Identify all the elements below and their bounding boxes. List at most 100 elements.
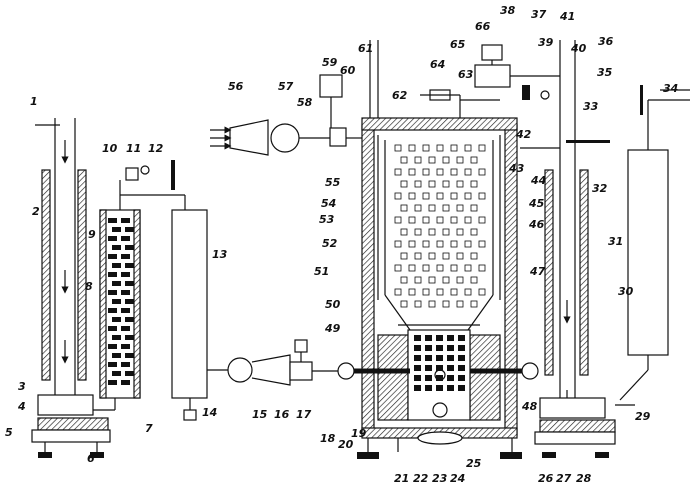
particle	[456, 180, 464, 188]
particle	[442, 156, 450, 164]
bed-block	[425, 335, 432, 341]
packing-block	[108, 236, 117, 241]
label-n35: 35	[597, 66, 613, 79]
particle	[408, 240, 416, 248]
label-n27: 27	[556, 472, 572, 485]
packing-block	[121, 380, 130, 385]
packing-block	[125, 263, 134, 268]
particle	[428, 204, 436, 212]
label-n17: 17	[296, 408, 312, 421]
top-assembly	[474, 44, 560, 100]
packing-block	[125, 299, 134, 304]
label-n10: 10	[102, 142, 118, 155]
packing-block	[112, 371, 121, 376]
bed-block	[414, 365, 421, 371]
particle	[394, 144, 402, 152]
label-n60: 60	[340, 64, 356, 77]
label-n55: 55	[325, 176, 341, 189]
particle	[470, 228, 478, 236]
particle	[422, 192, 430, 200]
packing-block	[121, 344, 130, 349]
label-n65: 65	[450, 38, 466, 51]
particle	[456, 276, 464, 284]
right-column-unit	[520, 40, 616, 458]
label-n14: 14	[202, 406, 217, 419]
particle	[422, 144, 430, 152]
packing-block	[121, 362, 130, 367]
particle	[450, 264, 458, 272]
bed-block	[447, 365, 454, 371]
particle	[464, 264, 472, 272]
bed-block	[436, 355, 443, 361]
bed-block	[414, 335, 421, 341]
particle	[422, 168, 430, 176]
label-n51: 51	[314, 265, 329, 278]
packing-block	[108, 380, 117, 385]
label-n44: 44	[530, 174, 546, 187]
particle	[408, 144, 416, 152]
packing-block	[112, 335, 121, 340]
label-n31: 31	[608, 235, 623, 248]
particle	[456, 300, 464, 308]
particle	[464, 144, 472, 152]
packed-column-30-31	[615, 85, 690, 406]
packing-block	[125, 245, 134, 250]
packing-block	[112, 281, 121, 286]
particle	[478, 216, 486, 224]
particle	[400, 156, 408, 164]
particle-field	[394, 144, 486, 391]
bed-block	[458, 345, 465, 351]
particle	[414, 156, 422, 164]
particle	[450, 240, 458, 248]
particle	[414, 180, 422, 188]
label-n54: 54	[321, 197, 336, 210]
particle	[428, 180, 436, 188]
left-column-unit	[31, 118, 111, 458]
label-n47: 47	[529, 265, 546, 278]
label-n3: 3	[18, 380, 26, 393]
particle	[442, 204, 450, 212]
label-n30: 30	[618, 285, 634, 298]
particle	[450, 216, 458, 224]
particle	[456, 228, 464, 236]
particle	[478, 240, 486, 248]
particle	[464, 288, 472, 296]
bed-block	[447, 335, 454, 341]
label-n12: 12	[148, 142, 164, 155]
particle	[428, 228, 436, 236]
label-n36: 36	[598, 35, 614, 48]
particle	[456, 204, 464, 212]
particle	[436, 192, 444, 200]
bed-block	[425, 355, 432, 361]
particle	[414, 252, 422, 260]
label-n4: 4	[17, 400, 26, 413]
bed-block	[436, 375, 443, 381]
label-n7: 7	[145, 422, 153, 435]
bed-block	[414, 375, 421, 381]
particle	[422, 240, 430, 248]
packing-block	[108, 362, 117, 367]
label-n59: 59	[322, 56, 338, 69]
label-n37: 37	[531, 8, 547, 21]
packing-block	[112, 245, 121, 250]
bed-block	[447, 385, 454, 391]
particle	[414, 300, 422, 308]
label-n61: 61	[358, 42, 373, 55]
bed-block	[425, 375, 432, 381]
packing-block	[108, 344, 117, 349]
label-n50: 50	[325, 298, 341, 311]
particle	[470, 300, 478, 308]
label-n26: 26	[538, 472, 554, 485]
particle	[414, 204, 422, 212]
label-n34: 34	[663, 82, 678, 95]
particle	[442, 180, 450, 188]
bed-block	[458, 375, 465, 381]
particle	[428, 252, 436, 260]
packing-block	[121, 272, 130, 277]
bed-block	[447, 375, 454, 381]
packing-block	[125, 335, 134, 340]
label-n52: 52	[322, 237, 338, 250]
packing-block	[125, 371, 134, 376]
label-n19: 19	[351, 427, 367, 440]
